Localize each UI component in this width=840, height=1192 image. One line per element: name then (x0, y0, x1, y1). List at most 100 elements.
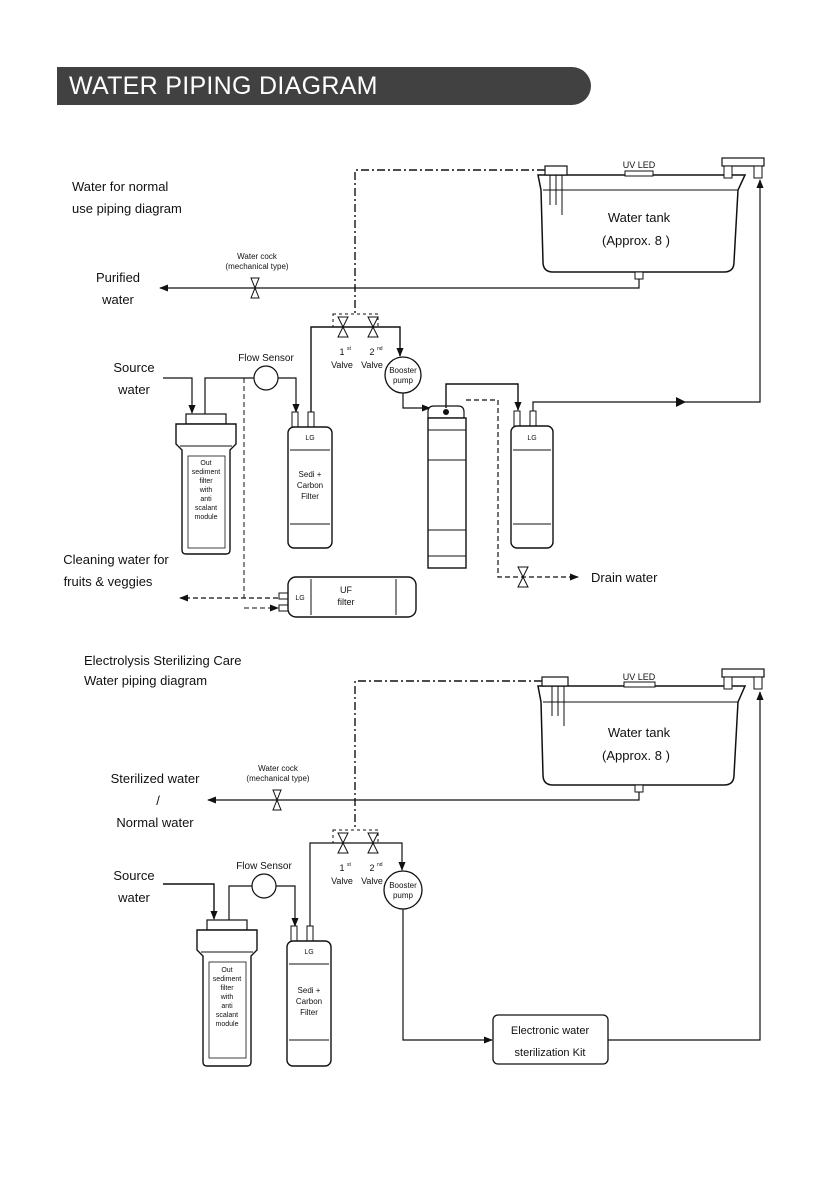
booster-pump-1 (384, 356, 422, 394)
diagram1-caption-line2: use piping diagram (72, 201, 182, 216)
sediment-line: sediment (192, 469, 220, 476)
page-title: WATER PIPING DIAGRAM (69, 72, 378, 100)
uf-filter-1: LG UF filter (278, 576, 417, 618)
sediment-line: scalant (216, 1012, 238, 1019)
valve1-sup-2: st (347, 862, 352, 868)
water-cock-type-2: (mechanical type) (246, 774, 309, 783)
tank-inlet-pipe-1 (532, 179, 764, 411)
booster-label-1-line2: pump (393, 376, 414, 385)
water-cock-label-2: Water cock (258, 764, 299, 773)
sedi-line: Sedi + (298, 986, 321, 995)
source-label-1-line2: water (117, 382, 150, 397)
sedi-carbon-filter-2: LG (286, 925, 332, 1067)
sediment-line: sediment (213, 976, 241, 983)
valve2-sup-2: nd (377, 862, 383, 868)
sedi-line: Filter (301, 492, 319, 501)
drain-line-1 (466, 399, 579, 581)
sediment-line: scalant (195, 505, 217, 512)
booster-label-2-line1: Booster (389, 881, 417, 890)
valve2-sup-1: nd (377, 346, 383, 352)
cleaning-label-line2: fruits & veggies (64, 574, 153, 589)
uf-label-line1: UF (340, 585, 352, 595)
tank-label-1: Water tank (608, 210, 671, 225)
kit-label-line2: sterilization Kit (515, 1047, 586, 1059)
tank-label-2: Water tank (608, 725, 671, 740)
sediment-line: Out (200, 460, 211, 467)
title-banner: WATER PIPING DIAGRAM (57, 67, 591, 105)
source-label-2-line1: Source (113, 868, 154, 883)
ro-membrane-1 (427, 405, 467, 569)
brand-logo: LG (304, 949, 313, 956)
sediment-line: filter (199, 478, 213, 485)
water-cock-type-1: (mechanical type) (225, 262, 288, 271)
sedi-line: Filter (300, 1008, 318, 1017)
booster-label-1-line1: Booster (389, 366, 417, 375)
sedi-line: Sedi + (299, 470, 322, 479)
purified-outlet-pipe (159, 279, 640, 292)
diagram-sterilizing-care: Electrolysis Sterilizing Care Water pipi… (84, 653, 765, 1067)
first-valve-1 (337, 316, 349, 338)
sedi-carbon-1-text: Sedi + Carbon Filter (297, 470, 323, 501)
sediment-line: module (216, 1021, 239, 1028)
valve1-label-1: Valve (331, 360, 353, 370)
diagram-normal-use: Water for normal use piping diagram UV L… (63, 157, 765, 618)
sediment-line: anti (221, 1003, 233, 1010)
sediment-line: filter (220, 985, 234, 992)
valve1-sup-1: st (347, 346, 352, 352)
valve1-num-2: 1 (339, 863, 344, 873)
tank-capacity-2: (Approx. 8 ) (602, 748, 670, 763)
second-valve-1 (367, 316, 379, 338)
first-valve-2 (337, 832, 349, 854)
sterilized-label-line3: Normal water (116, 815, 194, 830)
valve1-num-1: 1 (339, 347, 344, 357)
water-tank-2: UV LED Water tank (Approx. 8 ) (537, 668, 765, 793)
sterilized-label-line2: / (156, 793, 160, 808)
control-line-2 (354, 680, 542, 830)
second-valve-2 (367, 832, 379, 854)
booster-label-2-line2: pump (393, 891, 414, 900)
kit-label-line1: Electronic water (511, 1025, 590, 1037)
diagram2-caption-line1: Electrolysis Sterilizing Care (84, 653, 242, 668)
tank-capacity-1: (Approx. 8 ) (602, 233, 670, 248)
sediment-filter-2 (196, 919, 258, 1067)
flow-sensor-label-1: Flow Sensor (238, 353, 294, 364)
sediment-filter-1-text: Out sediment filter with anti scalant mo… (192, 460, 220, 521)
booster-pump-2 (383, 870, 423, 910)
water-cock-valve-2 (272, 789, 282, 811)
tank-inlet-pipe-2 (608, 691, 764, 1041)
sediment-line: anti (200, 496, 212, 503)
water-cock-valve-1 (250, 277, 260, 299)
diagram1-caption-line1: Water for normal (72, 179, 168, 194)
valve2-num-2: 2 (369, 863, 374, 873)
uv-led-1 (624, 170, 654, 177)
sedi-carbon-filter-1: LG (287, 411, 333, 549)
cleaning-label-line1: Cleaning water for (63, 552, 169, 567)
sedi-line: Carbon (297, 481, 323, 490)
sterilization-kit: Electronic water sterilization Kit (492, 1014, 609, 1065)
valve2-label-1: Valve (361, 360, 383, 370)
post-carbon-filter-1: LG (510, 410, 554, 549)
sediment-line: with (220, 994, 234, 1001)
uv-led-label-1: UV LED (623, 160, 656, 170)
brand-logo: LG (305, 435, 314, 442)
flow-sensor-label-2: Flow Sensor (236, 861, 292, 872)
valve1-label-2: Valve (331, 876, 353, 886)
uv-led-label-2: UV LED (623, 672, 656, 682)
sterilized-label-line1: Sterilized water (111, 771, 201, 786)
source-label-1-line1: Source (113, 360, 154, 375)
flow-sensor-1 (253, 365, 279, 391)
uv-led-2 (623, 681, 656, 688)
sedi-carbon-2-text: Sedi + Carbon Filter (296, 986, 322, 1017)
control-line-1 (354, 169, 545, 314)
sediment-filter-1 (175, 413, 237, 555)
sterilized-outlet-pipe (207, 792, 640, 804)
sediment-line: with (199, 487, 213, 494)
uf-label-line2: filter (337, 597, 354, 607)
purified-label-line2: water (101, 292, 134, 307)
sediment-line: Out (221, 967, 232, 974)
diagram2-caption-line2: Water piping diagram (84, 673, 207, 688)
tank-sensor-1 (544, 165, 568, 176)
drain-label-1: Drain water (591, 570, 658, 585)
valve2-label-2: Valve (361, 876, 383, 886)
